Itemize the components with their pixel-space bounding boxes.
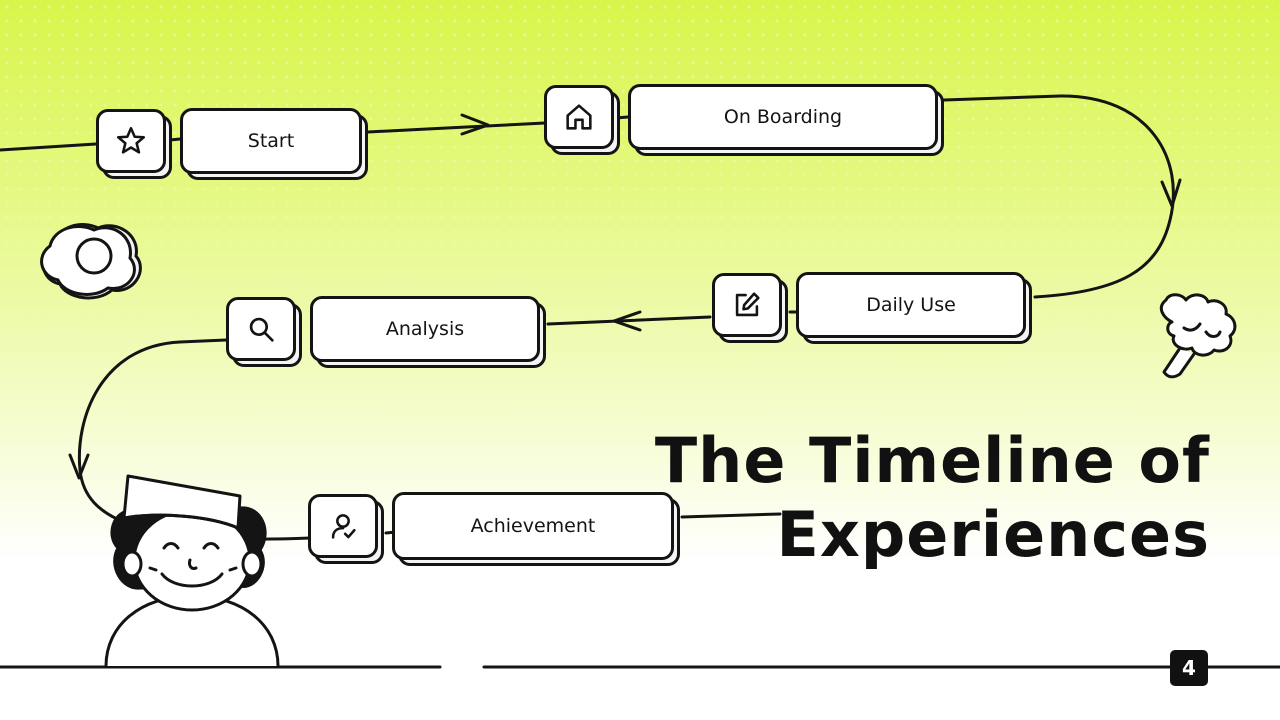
step-icon-card <box>308 494 384 564</box>
search-icon <box>249 317 274 342</box>
step-label: Analysis <box>385 318 465 340</box>
step-icon-card <box>96 109 172 179</box>
fried-egg-icon <box>40 223 142 300</box>
broccoli-icon <box>1159 293 1237 379</box>
timeline-step-analysis: Analysis <box>226 296 546 368</box>
star-icon <box>116 126 146 154</box>
home-icon <box>566 104 592 130</box>
step-label-card: Start <box>180 108 368 180</box>
step-label-card: Analysis <box>310 296 546 368</box>
timeline-step-achievement: Achievement <box>308 492 680 566</box>
step-label: On Boarding <box>723 106 843 128</box>
slide-title-line-2: Experiences <box>776 498 1210 571</box>
step-label: Achievement <box>470 515 596 537</box>
step-label-card: On Boarding <box>628 84 944 156</box>
step-label: Start <box>247 130 295 152</box>
slide-title-line-1: The Timeline of <box>654 424 1210 497</box>
slide-title: The Timeline of Experiences <box>655 424 1210 572</box>
edit-icon <box>735 292 760 317</box>
step-icon-card <box>544 85 620 155</box>
step-label-card: Achievement <box>392 492 680 566</box>
chef-character-illustration <box>104 474 280 668</box>
user-check-icon <box>331 514 356 539</box>
timeline-step-on-boarding: On Boarding <box>544 84 944 156</box>
step-label: Daily Use <box>866 294 956 316</box>
page-number-badge: 4 <box>1170 650 1208 686</box>
step-label-card: Daily Use <box>796 272 1032 344</box>
step-icon-card <box>226 297 302 367</box>
timeline-step-daily-use: Daily Use <box>712 272 1032 344</box>
step-icon-card <box>712 273 788 343</box>
timeline-step-start: Start <box>96 108 368 180</box>
